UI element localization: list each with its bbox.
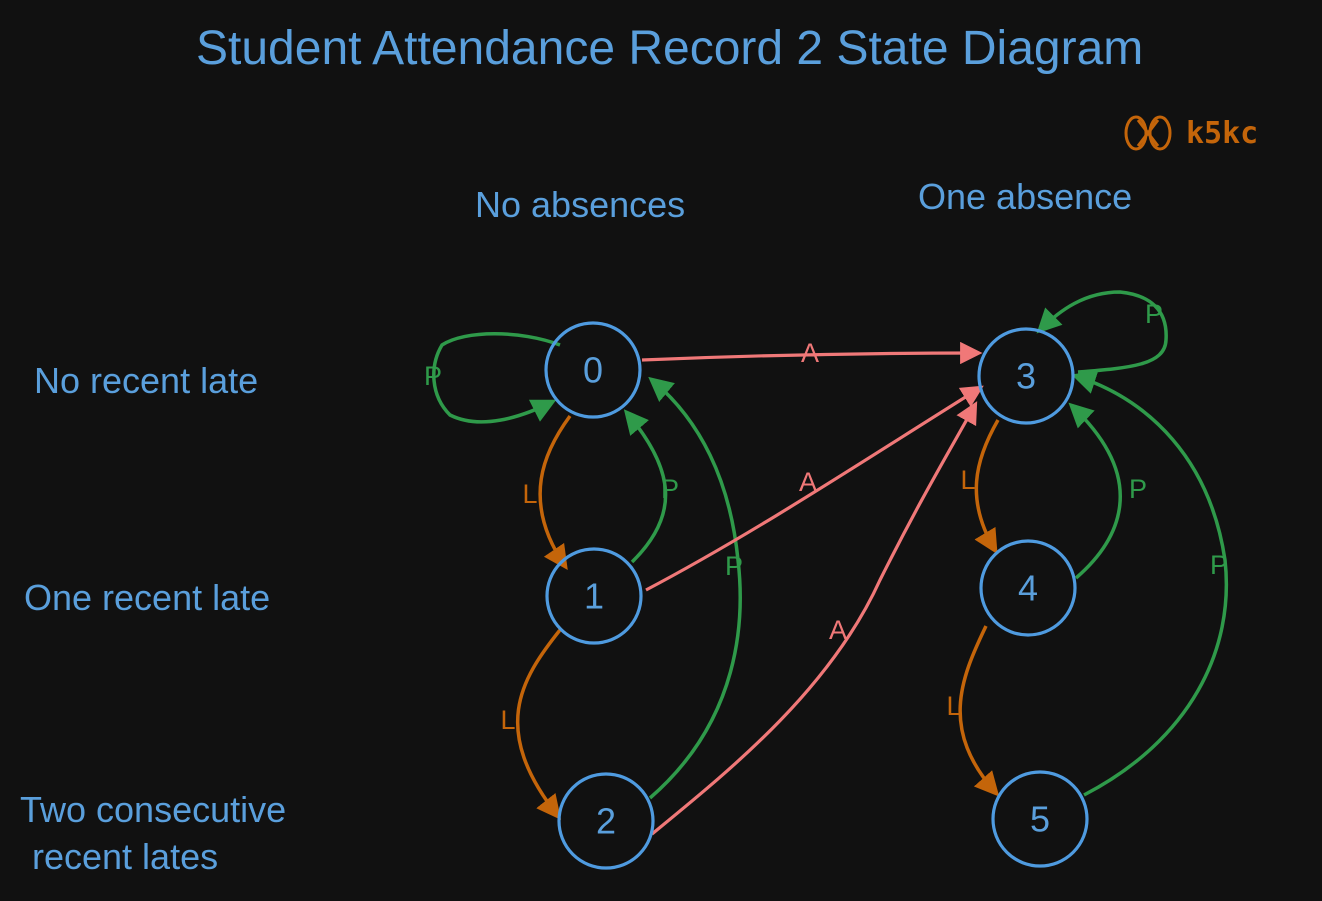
edge-1-0-present <box>623 409 668 564</box>
edge-label-0-0: P <box>424 361 442 391</box>
edge-label-1-0: P <box>661 474 679 504</box>
state-label: 2 <box>596 801 616 842</box>
state-node-2: 2 <box>557 772 655 870</box>
edge-2-0-present <box>648 376 742 800</box>
state-label: 5 <box>1030 799 1050 840</box>
edge-label-0-1: L <box>522 479 537 509</box>
edge-label-3-4: L <box>960 465 975 495</box>
edge-4-5-late <box>958 625 1000 797</box>
state-node-5: 5 <box>991 770 1089 868</box>
edge-3-4-late <box>974 419 1000 555</box>
diagram-title: Student Attendance Record 2 State Diagra… <box>196 22 1143 75</box>
state-node-4: 4 <box>979 539 1077 637</box>
edge-label-4-5: L <box>946 691 961 721</box>
row-heading-recent-lates: recent lates <box>32 836 218 877</box>
watermark-text: k5kc <box>1186 116 1258 151</box>
edge-1-3-absent <box>645 385 984 592</box>
column-heading-no-absences: No absences <box>475 184 685 225</box>
edge-label-2-0: P <box>725 551 743 581</box>
edge-label-2-3: A <box>829 615 847 645</box>
edge-label-1-3: A <box>799 467 817 497</box>
edge-4-3-present <box>1068 402 1122 580</box>
state-node-0: 0 <box>544 321 642 419</box>
row-heading-two-consecutive: Two consecutive <box>20 789 286 830</box>
edge-1-2-late <box>515 628 562 820</box>
infinity-logo-icon <box>1124 115 1172 151</box>
edge-0-0-present <box>432 332 561 424</box>
edge-0-3-absent <box>641 341 983 365</box>
edge-3-3-present <box>1036 290 1168 374</box>
edge-2-3-absent <box>650 401 978 836</box>
state-label: 3 <box>1016 356 1036 397</box>
edge-5-3-present <box>1071 370 1229 797</box>
edge-label-1-2: L <box>500 705 515 735</box>
edge-label-4-3: P <box>1129 474 1147 504</box>
edge-label-5-3: P <box>1210 550 1228 580</box>
state-label: 1 <box>584 576 604 617</box>
edge-label-0-3: A <box>801 338 819 368</box>
row-heading-no-recent-late: No recent late <box>34 360 258 401</box>
state-node-3: 3 <box>977 327 1075 425</box>
state-label: 0 <box>583 350 603 391</box>
state-node-1: 1 <box>545 547 643 645</box>
edge-0-1-late <box>538 414 572 571</box>
column-heading-one-absence: One absence <box>918 176 1132 217</box>
state-label: 4 <box>1018 568 1038 609</box>
row-heading-one-recent-late: One recent late <box>24 577 270 618</box>
edge-label-3-3: P <box>1145 299 1163 329</box>
